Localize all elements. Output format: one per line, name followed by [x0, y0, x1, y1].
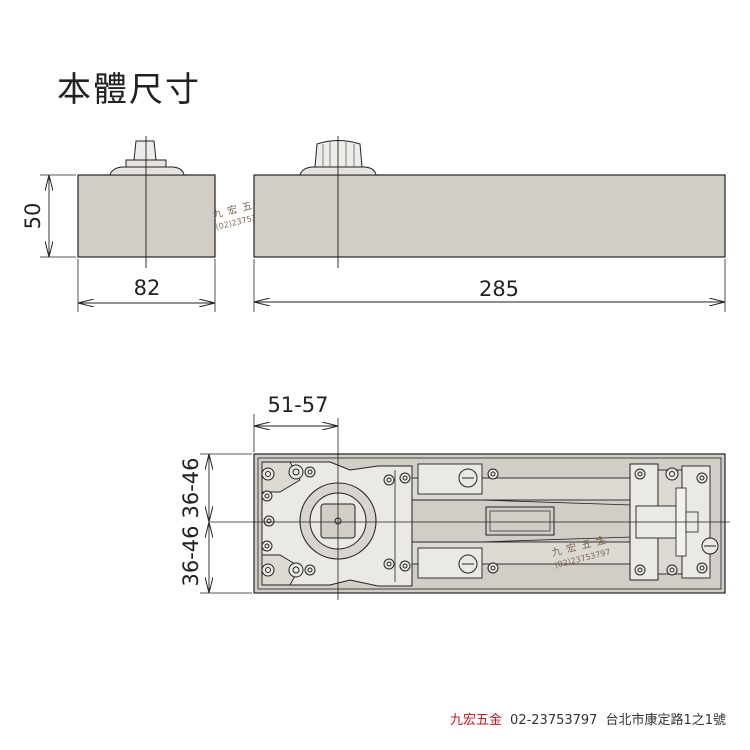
footer-brand: 九宏五金 [450, 713, 503, 728]
dim-label-spindle-offset: 51-57 [267, 393, 328, 417]
front-body [253, 174, 726, 258]
footer-address: 台北市康定路1之1號 [605, 713, 726, 728]
footer: 九宏五金 02-23753797 台北市康定路1之1號 [450, 709, 726, 728]
side-view: 50 82 九 宏 五 金 (02)23753797 [21, 136, 272, 312]
dim-label-half-width-bottom: 36-46 [179, 525, 203, 586]
page-title: 本體尺寸 [57, 70, 201, 110]
side-spindle [109, 140, 185, 176]
front-view: 285 [253, 136, 726, 312]
top-view: 51-57 36-46 36-46 九 宏 五 金 (02)23753797 [179, 393, 730, 600]
dim-label-half-width-top: 36-46 [179, 457, 203, 518]
dim-label-side-height: 50 [21, 203, 45, 230]
dim-label-front-length: 285 [479, 277, 519, 301]
screws [261, 464, 719, 578]
dim-label-side-width: 82 [134, 276, 161, 300]
footer-phone: 02-23753797 [510, 713, 598, 728]
side-body [77, 174, 216, 258]
